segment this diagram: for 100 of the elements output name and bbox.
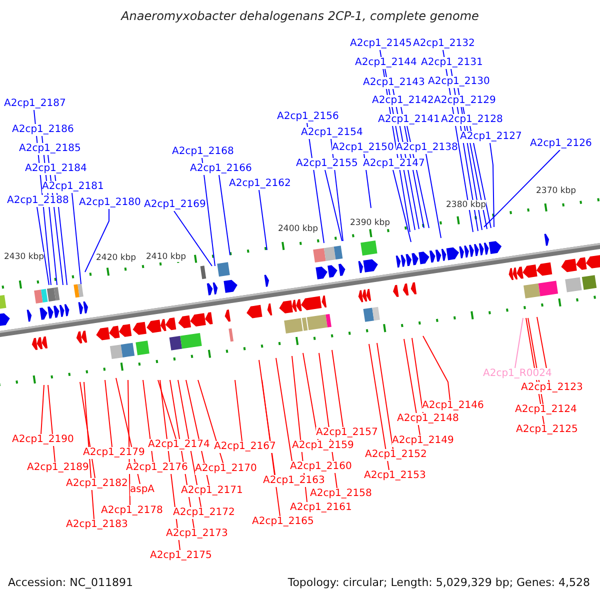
gene-label: A2cp1_2128 (441, 114, 503, 126)
gene-label: A2cp1_2154 (301, 127, 363, 139)
gene-label: A2cp1_2185 (19, 143, 81, 155)
leader-line (376, 342, 394, 450)
leader-line (40, 384, 44, 434)
gene-label: A2cp1_2183 (66, 519, 128, 531)
gene-label: A2cp1_2145 (350, 38, 412, 50)
tick-label: 2380 kbp (446, 200, 486, 210)
gene-label: A2cp1_2165 (252, 516, 314, 528)
gene-label: A2cp1_2132 (413, 38, 475, 50)
gene-label: A2cp1_2187 (4, 98, 66, 110)
leader-line (426, 154, 442, 238)
gene-label: A2cp1_2143 (363, 77, 425, 89)
gene-label: A2cp1_2124 (515, 404, 577, 416)
gene-label: aspA (130, 484, 155, 496)
leader-line (258, 190, 268, 250)
gene-label: A2cp1_2169 (144, 199, 206, 211)
leader-line (332, 350, 344, 428)
gene-label: A2cp1_2190 (12, 434, 74, 446)
gene-label: A2cp1_2174 (148, 439, 210, 451)
leader-line (202, 158, 216, 266)
leader-line (302, 352, 318, 440)
gene-label: A2cp1_2142 (372, 95, 434, 107)
gene-label: A2cp1_2182 (66, 478, 128, 490)
leader-line (158, 380, 176, 440)
leader-line (484, 150, 560, 228)
gene-label: A2cp1_2149 (392, 435, 454, 447)
tick-label: 2420 kbp (96, 253, 136, 263)
leader-line (104, 380, 112, 448)
gene-label: A2cp1_2125 (516, 424, 578, 436)
gene-label: A2cp1_2162 (229, 178, 291, 190)
tick-label: 2370 kbp (536, 186, 576, 196)
leader-line (84, 208, 110, 272)
leader-line (234, 380, 242, 442)
gene-label: A2cp1_2148 (397, 413, 459, 425)
gene-label: A2cp1_2138 (396, 142, 458, 154)
gene-label: A2cp1_2155 (296, 158, 358, 170)
leader-line (422, 336, 450, 400)
gene-label: A2cp1_2175 (150, 550, 212, 562)
gene-label: A2cp1_2131 (421, 57, 483, 69)
gene-label: A2cp1_2144 (355, 57, 417, 69)
gene-label: A2cp1_2147 (363, 158, 425, 170)
gene-label: A2cp1_2158 (310, 488, 372, 500)
leader-line (412, 338, 424, 414)
gene-label: A2cp1_2160 (290, 461, 352, 473)
gene-label: A2cp1_2173 (166, 528, 228, 540)
gene-label: A2cp1_2141 (378, 114, 440, 126)
leader-line (218, 174, 230, 256)
gene-label: A2cp1_2189 (27, 462, 89, 474)
gene-label: A2cp1_2170 (195, 463, 257, 475)
gene-label: A2cp1_2176 (126, 462, 188, 474)
gene-label: A2cp1_2172 (173, 507, 235, 519)
leader-line (198, 380, 224, 464)
gene-label: A2cp1_2161 (290, 502, 352, 514)
gene-label: A2cp1_2126 (530, 138, 592, 150)
leader-line (324, 170, 342, 242)
title: Anaeromyxobacter dehalogenans 2CP-1, complete genome (120, 9, 480, 23)
gene-label: A2cp1_2167 (214, 441, 276, 453)
gene-label: A2cp1_2166 (190, 163, 252, 175)
gene-label: A2cp1_2178 (101, 505, 163, 517)
leader-line (368, 344, 390, 470)
gene-label: A2cp1_2153 (364, 470, 426, 482)
gene-label: A2cp1_2127 (460, 131, 522, 143)
gene-label: A2cp1_2184 (25, 163, 87, 175)
leader-line (80, 382, 96, 478)
tick-label: 2400 kbp (278, 224, 318, 234)
gene-label: A2cp1_2150 (332, 142, 394, 154)
gene-label: A2cp1_2157 (316, 427, 378, 439)
accession-text: Accession: NC_011891 (8, 576, 134, 589)
leader-line (72, 192, 82, 284)
leader-line (36, 206, 50, 286)
gene-label: A2cp1_2163 (263, 475, 325, 487)
gene-label: A2cp1_2123 (521, 382, 583, 394)
gene-label: A2cp1_2181 (42, 181, 104, 193)
leader-line (330, 138, 344, 242)
summary-text: Topology: circular; Length: 5,029,329 bp; Genes: 4,528 (288, 576, 590, 589)
gene-label: A2cp1_2159 (292, 440, 354, 452)
gene-label: A2cp1_2156 (277, 111, 339, 123)
leader-line (392, 170, 412, 242)
tick-label: 2430 kbp (4, 252, 44, 262)
leader-line (276, 358, 292, 462)
leader-line (258, 360, 276, 476)
tick-label: 2410 kbp (146, 252, 186, 262)
gene-label: A2cp1_2188 (7, 195, 69, 207)
gene-label: A2cp1_2168 (172, 146, 234, 158)
gene-label: A2cp1_2179 (83, 447, 145, 459)
leader-line (470, 126, 492, 228)
leader-line (404, 338, 420, 436)
gene-label: A2cp1_2130 (428, 76, 490, 88)
gene-label: A2cp1_R0024 (483, 368, 552, 380)
gene-label: A2cp1_2171 (181, 485, 243, 497)
gene-label: A2cp1_2180 (79, 197, 141, 209)
leader-line (514, 318, 524, 368)
leader-line (174, 210, 212, 266)
gene-label: A2cp1_2186 (12, 124, 74, 136)
gene-label: A2cp1_2152 (365, 449, 427, 461)
gene-label: A2cp1_2146 (422, 400, 484, 412)
gene-label: A2cp1_2129 (434, 95, 496, 107)
tick-label: 2390 kbp (350, 218, 390, 228)
leader-line (490, 142, 494, 228)
